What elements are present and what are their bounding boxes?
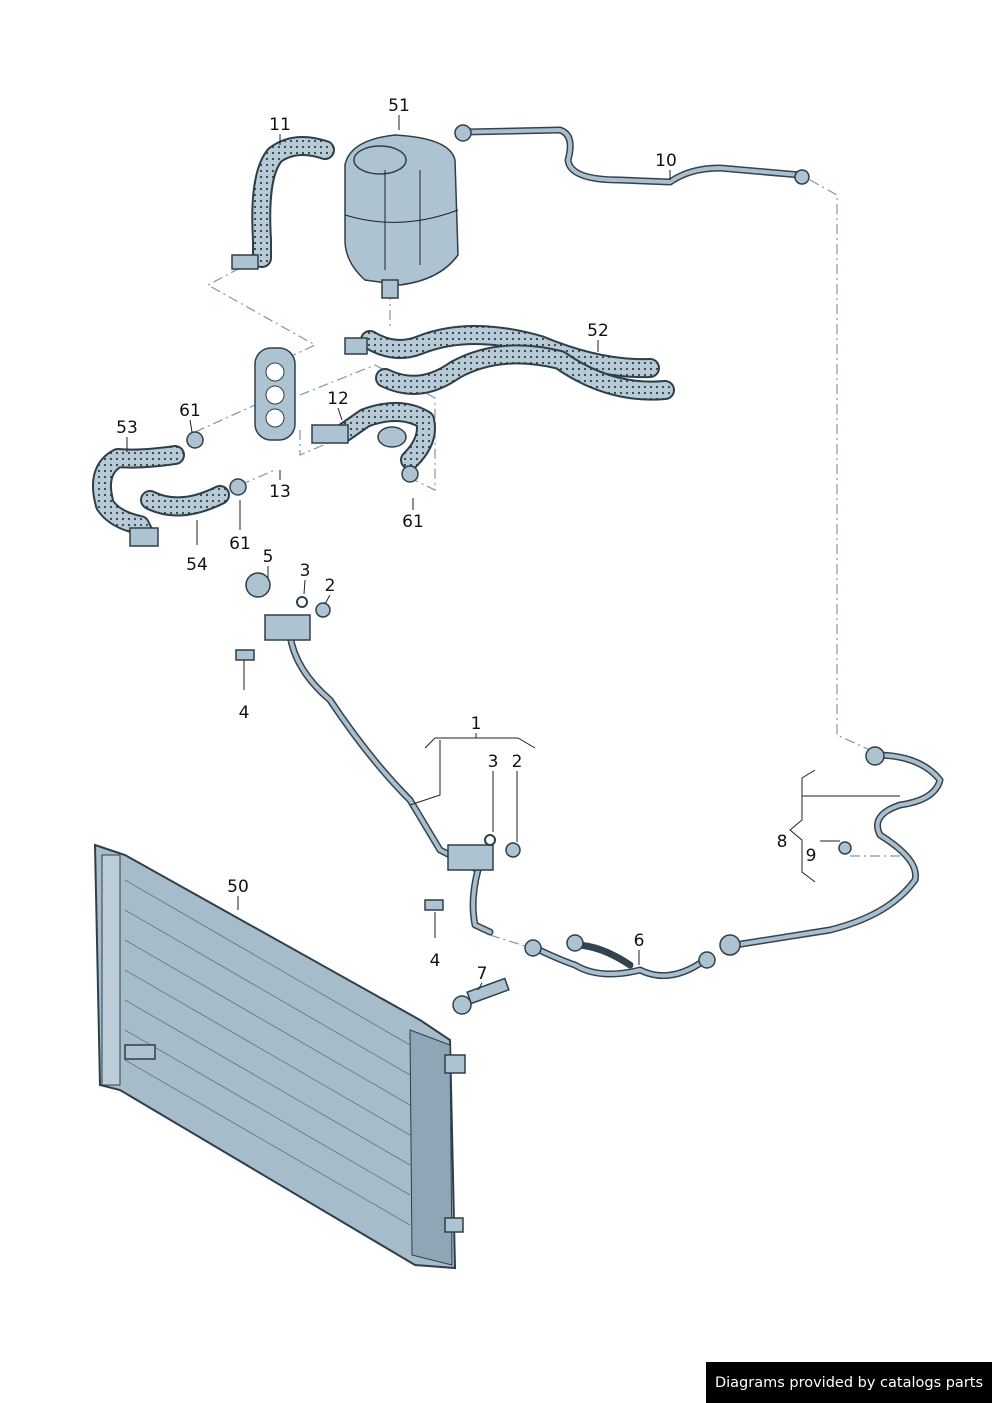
gasket-13 [254, 347, 296, 441]
label-3: 3 [488, 752, 499, 772]
label-54: 54 [186, 555, 208, 575]
pipe-10 [454, 124, 810, 186]
label-10: 10 [655, 151, 677, 171]
label-2: 2 [512, 752, 523, 772]
centerlines [194, 179, 905, 986]
label-4: 4 [239, 703, 250, 723]
expansion-tank [344, 134, 459, 299]
label-11: 11 [269, 115, 291, 135]
label-53: 53 [116, 418, 138, 438]
label-9: 9 [806, 846, 817, 866]
label-52: 52 [587, 321, 609, 341]
hose-53 [92, 445, 185, 547]
label-6: 6 [634, 931, 645, 951]
label-1: 1 [471, 714, 482, 734]
label-5: 5 [263, 547, 274, 567]
hose-52 [344, 325, 675, 401]
hose-54 [140, 485, 230, 517]
label-61: 61 [402, 512, 424, 532]
label-61: 61 [179, 401, 201, 421]
bolt-7 [452, 977, 510, 1015]
label-12: 12 [327, 389, 349, 409]
credit-footer: Diagrams provided by catalogs parts [706, 1362, 992, 1403]
pipe-1 [235, 572, 521, 936]
hose-11 [231, 136, 335, 270]
label-50: 50 [227, 877, 249, 897]
pipe-8 [719, 746, 944, 956]
radiator-50 [93, 843, 466, 1270]
label-8: 8 [777, 832, 788, 852]
label-51: 51 [388, 96, 410, 116]
label-2: 2 [325, 576, 336, 596]
label-61: 61 [229, 534, 251, 554]
label-13: 13 [269, 482, 291, 502]
clamps-61 [186, 431, 419, 496]
callout-labels: 51 11 10 52 12 61 53 13 61 61 54 5 3 2 4… [116, 96, 816, 984]
hose-12 [311, 401, 436, 470]
label-7: 7 [477, 964, 488, 984]
label-3: 3 [300, 561, 311, 581]
leader-lines [126, 115, 900, 991]
pipe-6 [524, 934, 716, 980]
label-4: 4 [430, 951, 441, 971]
